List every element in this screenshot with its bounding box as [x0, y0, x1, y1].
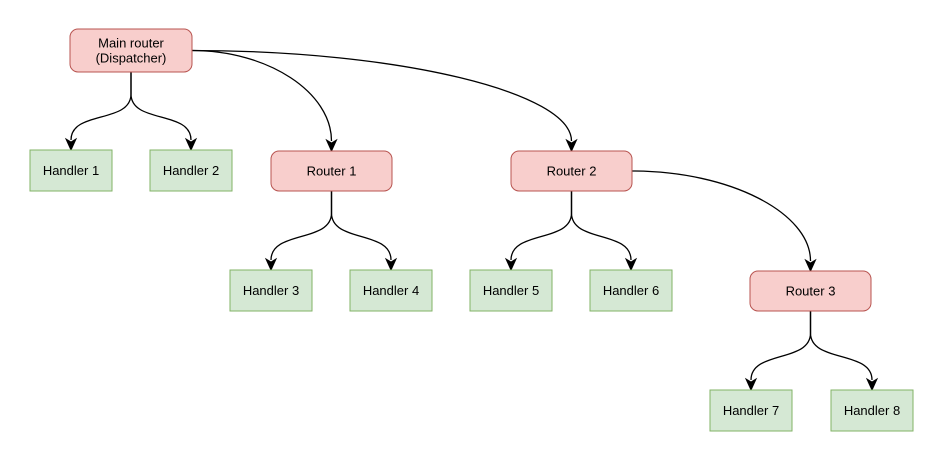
- node-h5-label: Handler 5: [483, 283, 539, 298]
- node-h2-label: Handler 2: [163, 163, 219, 178]
- node-r1-shape: [270, 150, 393, 192]
- node-r3: Router 3: [749, 270, 872, 312]
- node-h6-shape: [589, 269, 673, 312]
- edge-r2-h5: [510, 191, 573, 261]
- node-main: Main router(Dispatcher): [69, 28, 193, 73]
- node-h6-label: Handler 6: [603, 283, 659, 298]
- edge-main-h2: [130, 72, 192, 141]
- arrowhead-main-h1-icon: [64, 137, 78, 152]
- edge-r2-h6: [570, 191, 632, 261]
- edge-main-h1: [70, 72, 132, 141]
- node-h1-label: Handler 1: [43, 163, 99, 178]
- node-r3-label: Router 3: [786, 284, 836, 299]
- arrowhead-main-r2-icon: [565, 138, 578, 153]
- node-h5: Handler 5: [469, 269, 553, 312]
- node-r1-label: Router 1: [307, 164, 357, 179]
- node-h5-shape: [469, 269, 553, 312]
- node-r3-shape: [749, 270, 872, 312]
- node-h2: Handler 2: [149, 149, 233, 192]
- node-h4-label: Handler 4: [363, 283, 419, 298]
- arrowhead-r1-h4-icon: [384, 257, 398, 272]
- arrowhead-r3-h8-icon: [865, 377, 879, 392]
- node-h8: Handler 8: [830, 389, 914, 432]
- node-r1: Router 1: [270, 150, 393, 192]
- node-h7-shape: [709, 389, 793, 432]
- node-h3-shape: [229, 269, 313, 312]
- node-r2: Router 2: [510, 150, 633, 192]
- arrowhead-r2-h6-icon: [624, 257, 638, 272]
- arrowhead-main-h2-icon: [184, 137, 198, 152]
- node-h3-label: Handler 3: [243, 283, 299, 298]
- node-h3: Handler 3: [229, 269, 313, 312]
- node-main-shape: [69, 28, 193, 73]
- arrowhead-main-r1-icon: [325, 138, 338, 153]
- node-h8-label: Handler 8: [844, 403, 900, 418]
- node-h4-shape: [349, 269, 433, 312]
- node-r2-shape: [510, 150, 633, 192]
- arrowhead-r2-h5-icon: [504, 257, 518, 272]
- arrowhead-r3-h7-icon: [744, 377, 758, 392]
- node-h4: Handler 4: [349, 269, 433, 312]
- arrowhead-r2-r3-icon: [804, 258, 817, 273]
- arrowhead-r1-h3-icon: [264, 257, 278, 272]
- node-h2-shape: [149, 149, 233, 192]
- node-r2-label: Router 2: [547, 164, 597, 179]
- edge-r3-h7: [750, 311, 812, 381]
- edge-main-r1: [191, 49, 333, 142]
- node-h1: Handler 1: [29, 149, 113, 192]
- edge-r1-h3: [270, 191, 333, 261]
- edge-r1-h4: [330, 191, 392, 261]
- node-h7-label: Handler 7: [723, 403, 779, 418]
- node-h8-shape: [830, 389, 914, 432]
- edge-r3-h8: [809, 311, 873, 381]
- node-h1-shape: [29, 149, 113, 192]
- edge-main-r2: [191, 49, 573, 142]
- node-h6: Handler 6: [589, 269, 673, 312]
- node-main-label: Main router(Dispatcher): [96, 36, 167, 66]
- edge-r2-r3: [631, 170, 812, 262]
- node-h7: Handler 7: [709, 389, 793, 432]
